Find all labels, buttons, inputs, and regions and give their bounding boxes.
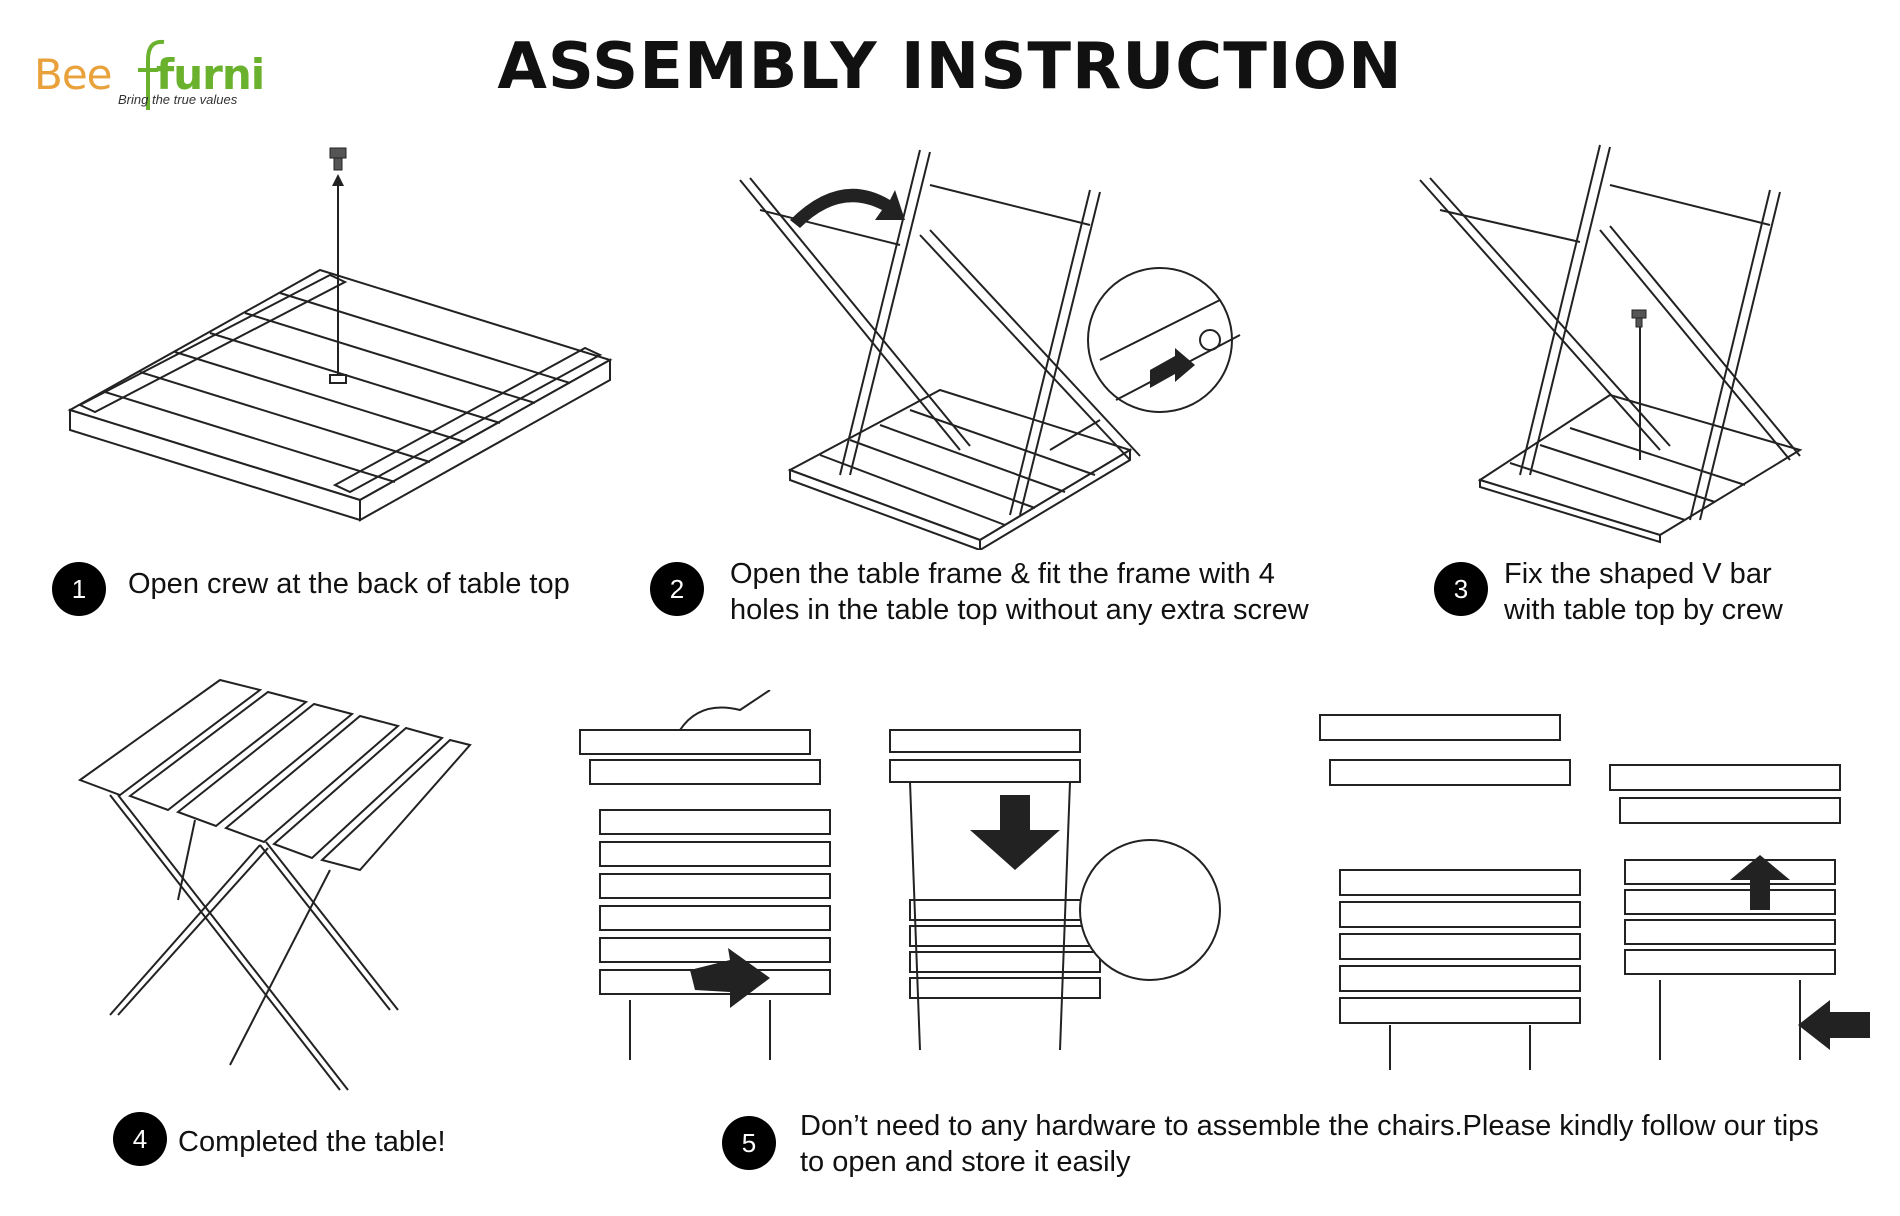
logo-f-stem bbox=[138, 39, 165, 110]
logo-furni-text: furni bbox=[156, 50, 265, 99]
chair-1-drawing bbox=[580, 690, 830, 1060]
chair-2-drawing bbox=[890, 730, 1220, 1050]
step-1-illustration bbox=[60, 130, 620, 550]
chair-3-drawing bbox=[1320, 715, 1580, 1070]
step-2-illustration bbox=[720, 130, 1320, 550]
step-4-caption: Completed the table! bbox=[178, 1126, 446, 1158]
chair-4-drawing bbox=[1610, 765, 1840, 1060]
step-5-illustration bbox=[570, 690, 1870, 1090]
step-2-badge: 2 bbox=[650, 562, 704, 616]
step-5-badge: 5 bbox=[722, 1116, 776, 1170]
step-1-badge: 1 bbox=[52, 562, 106, 616]
step-3-caption: Fix the shaped V bar with table top by c… bbox=[1504, 558, 1783, 626]
step-5-caption: Don’t need to any hardware to assemble t… bbox=[800, 1110, 1819, 1178]
logo-tagline: Bring the true values bbox=[118, 92, 238, 107]
step-3-badge: 3 bbox=[1434, 562, 1488, 616]
step-4-illustration bbox=[70, 670, 490, 1110]
step-1-caption: Open crew at the back of table top bbox=[128, 568, 570, 600]
page-title: ASSEMBLY INSTRUCTION bbox=[497, 30, 1403, 104]
step-3-illustration bbox=[1400, 130, 1820, 550]
logo-bee-text: Bee bbox=[34, 50, 112, 99]
brand-logo: Bee furni Bring the true values bbox=[30, 20, 270, 120]
step-4-badge: 4 bbox=[113, 1112, 167, 1166]
step-2-caption: Open the table frame & fit the frame wit… bbox=[730, 558, 1309, 626]
